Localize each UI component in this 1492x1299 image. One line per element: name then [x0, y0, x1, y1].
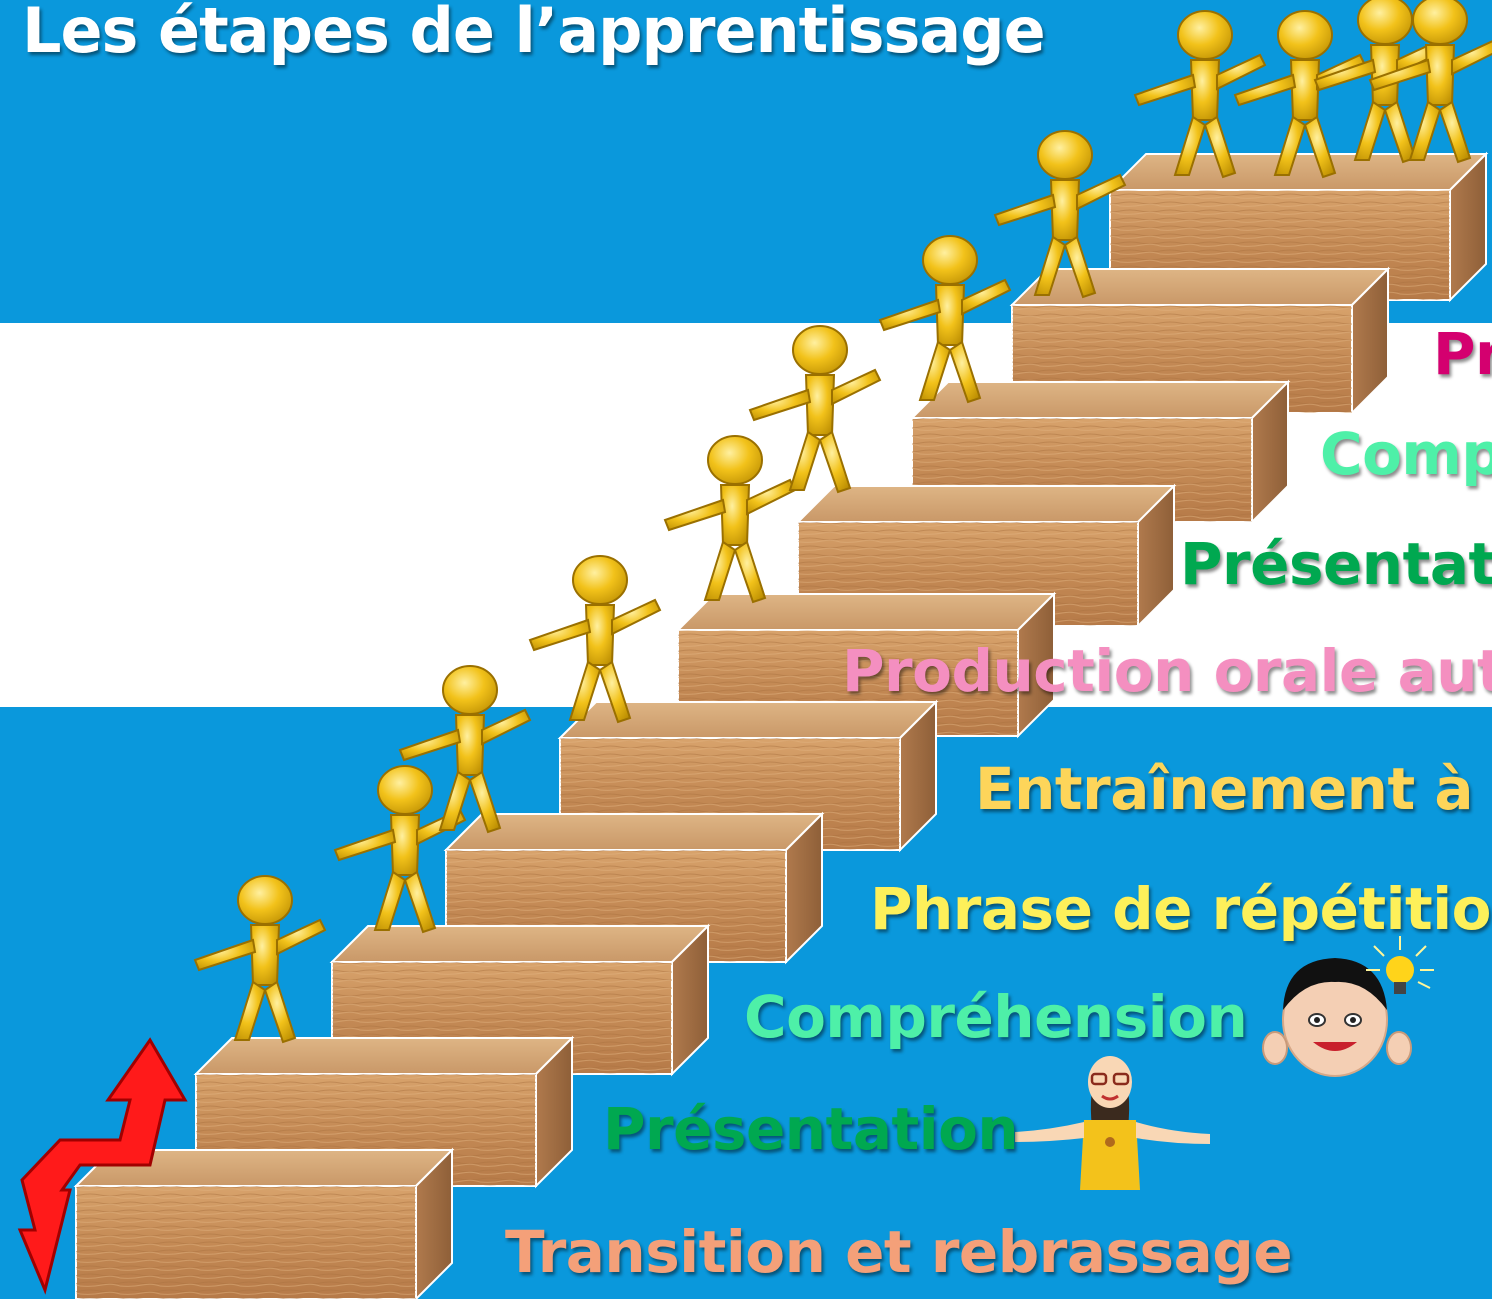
stick-figure-icon [1368, 0, 1492, 164]
step-label-production-2: Pr [1433, 320, 1492, 388]
step-label-presentation-2: Présentat [1180, 530, 1492, 598]
step-label-repetition: Phrase de répétition [870, 875, 1492, 943]
stick-figure-icon [193, 875, 327, 1044]
step-label-comprehension-2: Comp [1320, 420, 1492, 488]
stick-figure-icon [333, 765, 467, 934]
stick-figure-icon [993, 130, 1127, 299]
stick-figure-icon [878, 235, 1012, 404]
stick-figure-icon [398, 665, 532, 834]
stair-block [73, 1147, 455, 1299]
stick-figure-icon [663, 435, 797, 604]
step-label-transition: Transition et rebrassage [505, 1218, 1293, 1286]
stick-figure-icon [1313, 0, 1447, 164]
smiling-child-icon [1262, 958, 1412, 1077]
step-label-entrainement: Entraînement à [975, 755, 1474, 823]
page-title: Les étapes de l’apprentissage [22, 0, 1046, 67]
light-bulb-icon [1366, 936, 1434, 994]
stick-figure-icon [1233, 10, 1367, 179]
step-label-production-orale: Production orale aut [842, 637, 1492, 705]
stick-figure-icon [528, 555, 662, 724]
stick-figure-icon [748, 325, 882, 494]
teacher-icon [1015, 1056, 1210, 1190]
stick-figure-icon [1133, 10, 1267, 179]
red-zigzag-arrow-icon [17, 1037, 188, 1295]
step-label-comprehension: Compréhension [744, 983, 1248, 1051]
step-label-presentation: Présentation [603, 1095, 1019, 1163]
